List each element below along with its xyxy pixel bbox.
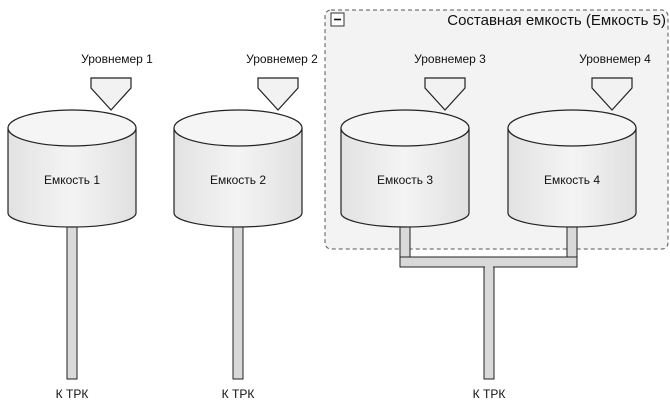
tank-top (507, 109, 637, 147)
gauge-funnel-icon (90, 77, 132, 111)
tank-top (173, 109, 303, 147)
gauge-label: Уровнемер 4 (579, 52, 651, 66)
tank-top (7, 109, 137, 147)
tank-3[interactable]: Емкость 3 (340, 109, 470, 228)
level-gauge-4[interactable]: Уровнемер 4 (579, 52, 651, 111)
tank-label: Емкость 1 (44, 173, 100, 187)
outlet-label-3: К ТРК (473, 387, 506, 401)
tank-body (507, 128, 637, 228)
tank-top (340, 109, 470, 147)
tank-2[interactable]: Емкость 2 (173, 109, 303, 228)
tank-label: Емкость 4 (544, 173, 600, 187)
tank-1[interactable]: Емкость 1 (7, 109, 137, 228)
gauge-label: Уровнемер 3 (414, 52, 486, 66)
level-gauge-2[interactable]: Уровнемер 2 (246, 52, 318, 111)
composite-group-title: Составная емкость (Емкость 5) (447, 12, 666, 29)
tank-1-outlet-pipe (66, 225, 78, 380)
outlet-label-2: К ТРК (222, 387, 255, 401)
collector-outlet-pipe (483, 266, 495, 380)
tank-label: Емкость 2 (210, 173, 266, 187)
gauge-funnel-icon (257, 77, 299, 111)
gauge-label: Уровнемер 1 (81, 52, 153, 66)
level-gauge-3[interactable]: Уровнемер 3 (414, 52, 486, 111)
outlet-label-1: К ТРК (56, 387, 89, 401)
manifold (399, 223, 578, 380)
tank-label: Емкость 3 (377, 173, 433, 187)
gauge-funnel-icon (424, 77, 466, 111)
tank-body (173, 128, 303, 228)
tank-3-drop-pipe (399, 223, 411, 262)
tank-4-drop-pipe (566, 223, 578, 262)
gauge-funnel-icon (591, 77, 633, 111)
tank-body (7, 128, 137, 228)
tank-2-outlet-pipe (232, 225, 244, 380)
tank-body (340, 128, 470, 228)
level-gauge-1[interactable]: Уровнемер 1 (81, 52, 153, 111)
gauge-label: Уровнемер 2 (246, 52, 318, 66)
tank-4[interactable]: Емкость 4 (507, 109, 637, 228)
